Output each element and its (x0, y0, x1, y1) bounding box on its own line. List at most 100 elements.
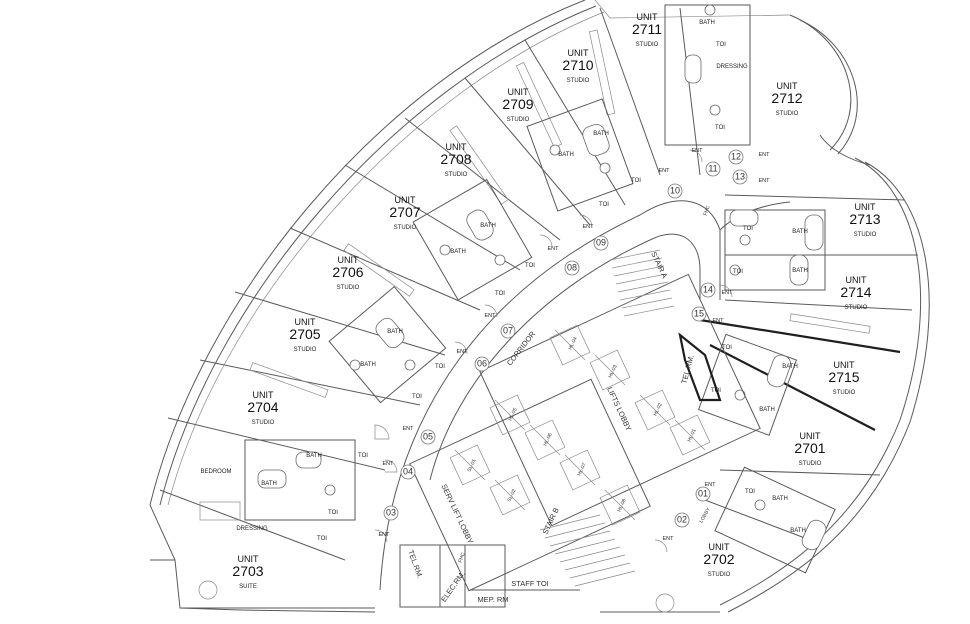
svg-text:13: 13 (735, 171, 745, 181)
svg-text:ENT: ENT (692, 148, 704, 154)
svg-text:2712: 2712 (771, 90, 802, 106)
svg-text:2702: 2702 (703, 551, 734, 567)
stair-b-treads (539, 514, 636, 587)
serv-lift-lobby-label: SERV LIFT LOBBY (440, 483, 476, 545)
svg-text:11: 11 (708, 163, 717, 173)
toi-label-2706: TOI (412, 394, 422, 400)
stair-a-label: STAIR A (649, 250, 669, 279)
svg-text:ENT: ENT (403, 426, 415, 432)
tel-rm-left-label: TEL.RM. (406, 549, 425, 580)
svg-text:SL-02: SL-02 (507, 488, 518, 503)
svg-text:2701: 2701 (794, 440, 825, 456)
svg-text:UNIT: UNIT (709, 542, 730, 552)
bath-label-2704: BATH (306, 453, 322, 459)
svg-text:04: 04 (403, 466, 413, 476)
svg-text:ENT: ENT (548, 246, 560, 252)
bedroom-label: BEDROOM (200, 469, 231, 475)
door-bubble-15: 15 (691, 306, 707, 322)
svg-text:ENT: ENT (583, 224, 595, 230)
door-bubble-02: 02 (674, 512, 690, 528)
svg-text:STUDIO: STUDIO (833, 390, 856, 396)
svg-text:HL-02: HL-02 (652, 402, 663, 417)
svg-text:UNIT: UNIT (846, 275, 867, 285)
svg-text:2707: 2707 (389, 204, 420, 220)
bath-label-2701: BATH (772, 496, 788, 502)
door-bubble-09: 09 (593, 235, 609, 251)
toi-label-2708: TOI (495, 291, 505, 297)
bath-label-2703: BATH (261, 481, 277, 487)
svg-text:03: 03 (386, 507, 396, 517)
svg-text:UNIT: UNIT (855, 202, 876, 212)
svg-text:HL-08: HL-08 (616, 498, 627, 513)
svg-text:10: 10 (670, 185, 680, 195)
svg-text:ENT: ENT (759, 152, 771, 158)
svg-text:ENT: ENT (659, 168, 671, 174)
svg-text:ENT: ENT (722, 290, 734, 296)
fhc-left-label: FHC (457, 551, 466, 563)
toi-label-2710: TOI (599, 202, 609, 208)
svg-text:2705: 2705 (289, 326, 320, 342)
svg-text:2711: 2711 (632, 21, 662, 37)
bath-label-2715: BATH (782, 364, 798, 370)
lobby-label: LOBBY (698, 506, 712, 524)
svg-text:STUDIO: STUDIO (445, 172, 468, 178)
svg-text:STUDIO: STUDIO (507, 117, 530, 123)
svg-text:SL-01: SL-01 (467, 458, 478, 473)
dressing-label-2712: DRESSING (716, 64, 748, 70)
toi-label-2715: TOI (722, 345, 732, 351)
door-bubble-05: 05 (420, 429, 436, 445)
svg-text:HL-01: HL-01 (686, 428, 697, 443)
svg-text:ENT: ENT (713, 318, 725, 324)
svg-text:HL-03: HL-03 (607, 364, 618, 379)
stair-b-label: STAIR B (541, 506, 561, 536)
svg-text:ENT: ENT (485, 313, 497, 319)
bath-label-2713: BATH (792, 229, 808, 235)
svg-text:ENT: ENT (379, 532, 391, 538)
svg-text:UNIT: UNIT (253, 390, 274, 400)
svg-text:2714: 2714 (840, 284, 871, 300)
door-bubble-01: 01 (695, 486, 711, 502)
bath-label-2709: BATH (593, 131, 609, 137)
svg-text:STUDIO: STUDIO (845, 305, 868, 311)
svg-text:2710: 2710 (562, 57, 593, 73)
toi-label-2707: TOI (525, 263, 535, 269)
toi-label-2701: TOI (711, 388, 721, 394)
svg-text:09: 09 (596, 237, 606, 247)
svg-text:UNIT: UNIT (777, 81, 798, 91)
svg-text:2715: 2715 (828, 369, 859, 385)
glazing-strips (199, 29, 871, 521)
staff-toi-label: STAFF TOI (511, 579, 549, 588)
bath-label-2708: BATH (450, 249, 466, 255)
toi-label-2712: TOI (715, 125, 725, 131)
room-labels: BEDROOM DRESSING DRESSING BATH BATH BATH… (200, 20, 807, 542)
svg-text:STUDIO: STUDIO (294, 347, 317, 353)
door-bubble-03: 03 (383, 505, 399, 521)
svg-text:2713: 2713 (849, 211, 880, 227)
fhc-right-label: FHC (702, 204, 711, 216)
svg-text:2703: 2703 (232, 563, 263, 579)
svg-text:SUITE: SUITE (239, 584, 257, 590)
svg-text:15: 15 (694, 308, 704, 318)
svg-text:STUDIO: STUDIO (337, 285, 360, 291)
svg-text:UNIT: UNIT (238, 554, 259, 564)
svg-text:2708: 2708 (440, 151, 471, 167)
svg-text:UNIT: UNIT (637, 12, 658, 22)
bath-label-2715b: BATH (759, 407, 775, 413)
lift-core (399, 249, 761, 608)
svg-text:05: 05 (423, 431, 433, 441)
door-number-bubbles: 01 02 03 04 05 06 07 08 09 10 11 12 13 1… (383, 149, 748, 528)
svg-text:UNIT: UNIT (395, 195, 416, 205)
svg-text:ENT: ENT (663, 536, 675, 542)
unit-partitions (159, 7, 918, 561)
svg-text:ENT: ENT (705, 482, 717, 488)
door-bubble-11: 11 (705, 161, 721, 177)
toi-label-2714: TOI (733, 269, 743, 275)
svg-text:STUDIO: STUDIO (394, 225, 417, 231)
